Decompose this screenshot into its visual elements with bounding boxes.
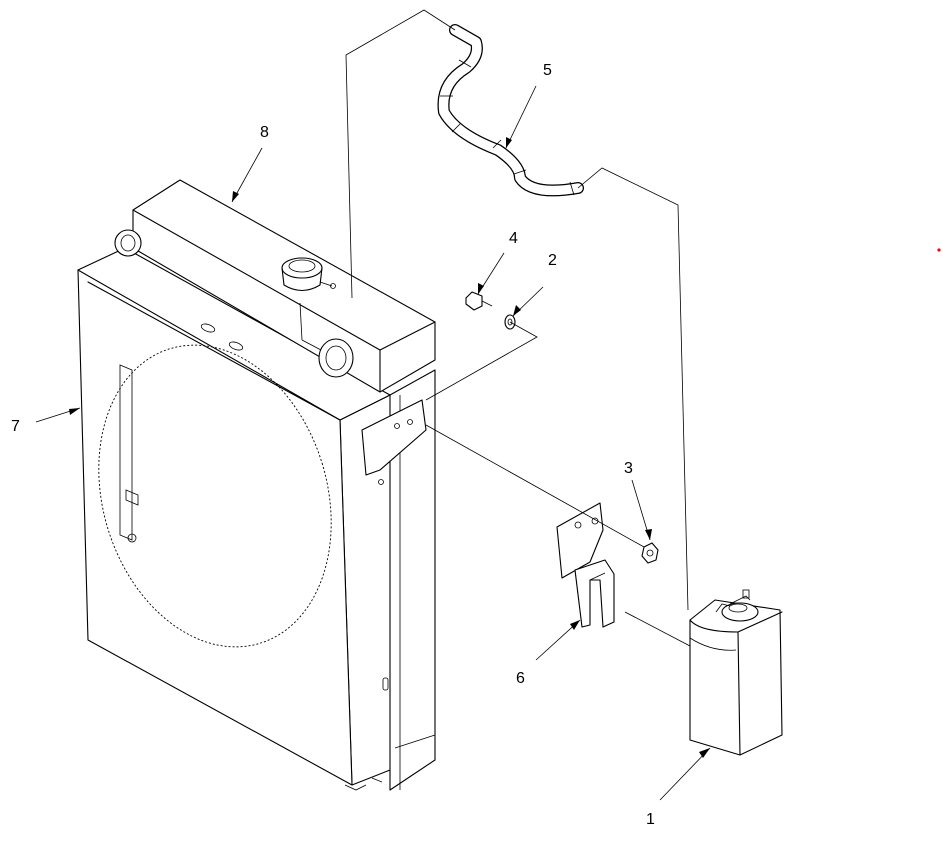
radiator-bracket <box>361 399 427 485</box>
red-marker-dot <box>937 248 941 252</box>
radiator-assembly <box>77 247 436 791</box>
bolt <box>465 291 493 311</box>
assembly-lines <box>345 9 691 647</box>
callout-leaders <box>35 85 711 801</box>
nut <box>641 542 659 564</box>
callout-7: 7 <box>11 418 20 435</box>
callout-6: 6 <box>516 670 525 687</box>
coolant-recovery-bottle <box>689 589 783 756</box>
callout-1: 1 <box>646 811 655 828</box>
bottle-bracket <box>556 502 615 628</box>
callout-4: 4 <box>509 230 518 247</box>
overflow-hose <box>437 24 584 197</box>
callout-8: 8 <box>260 124 269 141</box>
callout-2: 2 <box>548 252 557 269</box>
callout-3: 3 <box>624 460 633 477</box>
top-tank <box>114 179 436 393</box>
callout-5: 5 <box>543 62 552 79</box>
